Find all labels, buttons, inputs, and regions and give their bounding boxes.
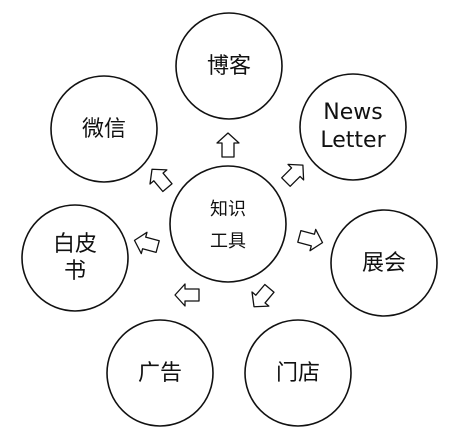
- node-newsletter: News Letter: [299, 73, 407, 181]
- node-ad: 广告: [106, 319, 214, 427]
- arrow-to-wechat: [149, 168, 173, 193]
- node-wechat-circle: [50, 75, 158, 183]
- center-node: 知识 工具: [169, 165, 287, 283]
- node-newsletter-circle: [299, 73, 407, 181]
- node-wechat: 微信: [50, 75, 158, 183]
- node-whitepaper-label-line-2: 书: [64, 259, 86, 284]
- node-blog-label: 博客: [207, 54, 251, 79]
- node-whitepaper-label-line-1: 白皮: [53, 232, 97, 257]
- arrow-to-whitepaper: [133, 231, 160, 255]
- center-label-line-2: 工具: [210, 231, 246, 252]
- arrows: [133, 132, 324, 308]
- arrow-to-blog: [216, 132, 240, 158]
- node-newsletter-label-line-2: Letter: [320, 128, 386, 153]
- node-newsletter-label-line-1: News: [323, 100, 382, 125]
- node-store-label: 门店: [276, 361, 320, 386]
- arrow-to-ad: [174, 283, 200, 307]
- node-exhibition-label: 展会: [362, 251, 406, 276]
- node-whitepaper-circle: [21, 204, 129, 312]
- arrow-to-store: [251, 283, 275, 308]
- node-exhibition: 展会: [330, 209, 438, 317]
- node-wechat-label: 微信: [82, 117, 126, 142]
- node-ad-label: 广告: [138, 361, 182, 386]
- node-store: 门店: [244, 319, 352, 427]
- node-store-circle: [244, 319, 352, 427]
- node-whitepaper: 白皮 书: [21, 204, 129, 312]
- arrow-to-newsletter: [281, 163, 305, 187]
- node-exhibition-circle: [330, 209, 438, 317]
- center-circle: [169, 165, 287, 283]
- center-label-line-1: 知识: [210, 199, 246, 220]
- node-blog: 博客: [175, 12, 283, 120]
- node-blog-circle: [175, 12, 283, 120]
- arrow-to-exhibition: [297, 228, 324, 252]
- node-ad-circle: [106, 319, 214, 427]
